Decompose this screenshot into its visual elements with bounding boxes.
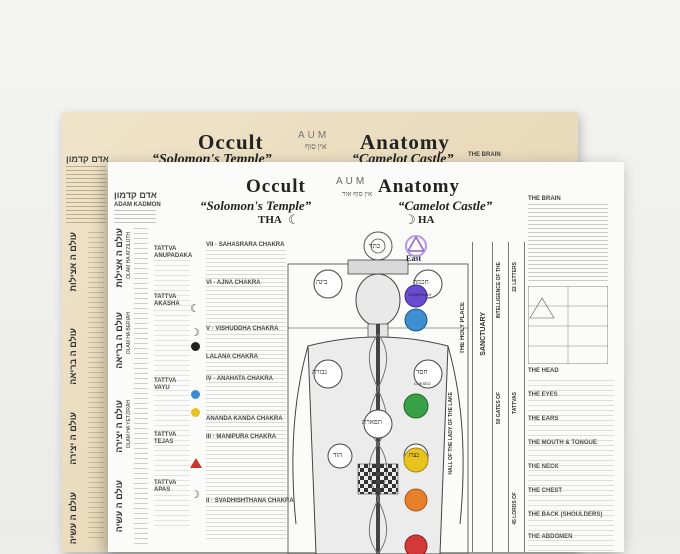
brain-diagram [528, 286, 608, 364]
back-adam-kadmon: אדם קדמון [66, 154, 109, 164]
sanctuary-label: SANCTUARY [480, 312, 487, 356]
back-title-left: Occult [198, 130, 264, 154]
back-title-right: Anatomy [360, 130, 450, 154]
figure-illustration [287, 231, 469, 554]
chest-heading: THE CHEST [528, 488, 563, 494]
binah-label: בינה [316, 278, 328, 286]
front-aum: AUM [336, 176, 368, 187]
hall-label: HALL OF THE LADY OF THE LAKE [448, 392, 454, 475]
chesed-latin: CHESED [414, 381, 431, 386]
back-olam-1: עולם ה אצילות [68, 232, 78, 292]
back-ain-sof: אין סוף [305, 142, 327, 151]
chesed-label: חסד [416, 368, 428, 376]
col-divider-1 [472, 242, 473, 552]
column-label-3: 22 LETTERS [512, 262, 518, 292]
chakra-row-6: VI · AJNA CHAKRA [206, 280, 261, 286]
chakra-row-3: III · MANIPURA CHAKRA [206, 434, 277, 440]
crescent-icon: ☽ [190, 327, 200, 339]
vayu-icon [191, 390, 200, 399]
adam-kadmon-notes [114, 210, 156, 226]
akasha-icon [191, 342, 200, 351]
chokmah-label: חכמה [413, 278, 429, 286]
chakra-notes [206, 250, 286, 540]
adam-kadmon-label: ADAM KADMON [114, 202, 161, 208]
olam-yetzirah: עולם ה יצירה [114, 400, 124, 453]
front-title-right: Anatomy [378, 176, 460, 197]
front-ha: HA [418, 214, 435, 226]
mouth-heading: THE MOUTH & TONGUE [528, 440, 597, 446]
world-notes [134, 228, 148, 548]
neck-heading: THE NECK [528, 464, 559, 470]
column-label-2: 50 GATES OF [496, 392, 502, 425]
front-subtitle-left: “Solomon's Temple” [200, 198, 312, 213]
brain-notes [528, 204, 608, 284]
back-heading: THE BACK (SHOULDERS) [528, 512, 603, 518]
back-fine-print [66, 166, 106, 226]
olam-atziluth-latin: OLAM HA ATZILUTH [126, 232, 132, 279]
apas-icon: ☽ [190, 489, 200, 501]
chakra-row-lalana: LALANA CHAKRA [206, 354, 259, 360]
column-label-4: TATTVAS [512, 392, 518, 414]
back-aum: AUM [298, 130, 330, 141]
column-label-1: INTELLIGENCE OF THE [496, 262, 502, 319]
hod-label: הוד [333, 451, 343, 459]
back-olam-4: עולם ה עשיה [68, 492, 78, 545]
front-poster: Occult Anatomy AUM אין סוף אור “Solomon'… [108, 162, 624, 554]
olam-yetzirah-latin: OLAM HA YETZIRAH [126, 400, 132, 449]
chokmah-latin: CHOKHMAH [408, 292, 432, 297]
sun-moon-icon: ☽ [404, 212, 416, 227]
netzach-label: נצח [409, 451, 420, 459]
head-heading: THE HEAD [528, 368, 559, 374]
olam-assiah: עולם ה עשיה [114, 480, 124, 533]
chakra-row-7: VII · SAHASRARA CHAKRA [206, 242, 285, 248]
front-title-left: Occult [246, 176, 306, 197]
chakra-row-ananda: ANANDA KANDA CHAKRA [206, 416, 283, 422]
olam-beriah-latin: OLAM HA BERIAH [126, 312, 132, 355]
moon-symbol-icon: ☾ [190, 303, 200, 315]
front-subtitle-right: “Camelot Castle” [398, 198, 493, 213]
olam-beriah: עולם ה בריאה [114, 312, 124, 369]
olam-atziluth: עולם ה אצילות [114, 228, 124, 288]
tejas-icon [190, 458, 202, 468]
east-label: East [406, 254, 422, 263]
prithvi-icon [191, 408, 200, 417]
tiphareth-label: תפארת [362, 418, 382, 426]
eyes-heading: THE EYES [528, 392, 558, 398]
chakra-row-2: II · SVADHISHTHANA CHAKRA [206, 498, 294, 504]
front-ain-sof-aur: אין סוף אור [342, 190, 373, 198]
anatomy-notes [528, 376, 614, 552]
column-label-5: 45 LORDS OF [512, 492, 518, 525]
back-side-notes [88, 232, 104, 542]
holy-place-label: THE HOLY PLACE [460, 302, 466, 354]
abdomen-heading: THE ABDOMEN [528, 534, 573, 540]
col-divider-3 [508, 242, 509, 552]
back-olam-3: עולם ה יצירה [68, 412, 78, 465]
col-divider-4 [524, 242, 525, 552]
back-brain-label: THE BRAIN [468, 152, 501, 158]
chakra-row-5: V · VISHUDDHA CHAKRA [206, 326, 279, 332]
tattva-notes [154, 260, 190, 530]
kether-label: כתר [369, 242, 381, 250]
moon-icon: ☾ [288, 212, 300, 227]
brain-heading: THE BRAIN [528, 196, 561, 202]
ears-heading: THE EARS [528, 416, 559, 422]
adam-kadmon-hebrew: אדם קדמון [114, 190, 157, 200]
front-tha: THA [258, 214, 282, 226]
geburah-label: גבורה [312, 368, 327, 376]
back-olam-2: עולם ה בריאה [68, 328, 78, 385]
chakra-row-4: IV · ANAHATA CHAKRA [206, 376, 273, 382]
col-divider-2 [492, 242, 493, 552]
